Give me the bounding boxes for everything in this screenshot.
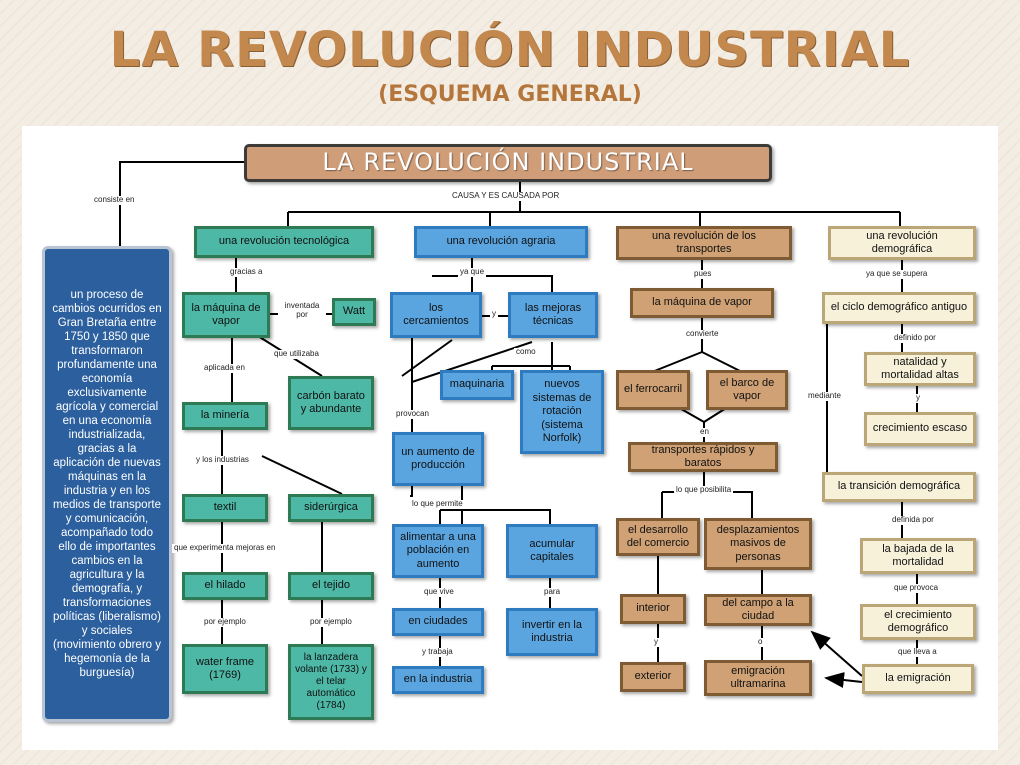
node-en-industria: en la industria: [392, 666, 484, 694]
label-que-experimenta: que experimenta mejoras en: [172, 543, 278, 553]
node-maquinaria: maquinaria: [440, 370, 514, 400]
node-mineria: la minería: [182, 402, 268, 430]
label-lo-que-permite: lo que permite: [410, 499, 465, 509]
label-aplicada-en: aplicada en: [202, 363, 247, 373]
label-causa-causada: CAUSA Y ES CAUSADA POR: [450, 191, 562, 201]
label-gracias-a: gracias a: [228, 267, 265, 277]
node-ferrocarril: el ferrocarril: [616, 370, 690, 410]
label-como: como: [514, 347, 538, 357]
label-definida-por: definida por: [890, 515, 936, 525]
label-en: en: [698, 427, 711, 437]
slide-title: LA REVOLUCIÓN INDUSTRIAL: [109, 22, 911, 78]
concept-map: LA REVOLUCIÓN INDUSTRIAL un proceso de c…: [22, 126, 998, 750]
node-desplazamientos: desplazamientos masivos de personas: [704, 518, 812, 570]
node-hilado: el hilado: [182, 572, 268, 600]
slide-subtitle: (ESQUEMA GENERAL): [378, 82, 642, 107]
label-que-lleva-a: que lleva a: [896, 647, 939, 657]
node-rev-demografica: una revolución demográfica: [828, 226, 976, 260]
node-aumento-produccion: un aumento de producción: [392, 432, 484, 486]
node-emigracion-ultramarina: emigración ultramarina: [704, 660, 812, 696]
node-siderurgia: siderúrgica: [288, 494, 374, 522]
node-desarrollo-comercio: el desarrollo del comercio: [616, 518, 700, 556]
label-por-ejemplo-1: por ejemplo: [202, 617, 248, 627]
node-rev-transportes: una revolución de los transportes: [616, 226, 792, 260]
node-transicion: la transición demográfica: [822, 472, 976, 502]
label-convierte: convierte: [684, 329, 721, 339]
node-barco-vapor: el barco de vapor: [706, 370, 788, 410]
label-ya-que: ya que: [458, 267, 487, 277]
label-por-ejemplo-2: por ejemplo: [308, 617, 354, 627]
label-que-vive: que vive: [422, 587, 456, 597]
label-o: o: [756, 637, 765, 647]
node-ciudades: en ciudades: [392, 608, 484, 636]
node-rev-agraria: una revolución agraria: [414, 226, 588, 258]
node-sistemas-rotacion: nuevos sistemas de rotación (sistema Nor…: [520, 370, 604, 454]
node-crecimiento-escaso: crecimiento escaso: [864, 412, 976, 446]
label-consiste-en: consiste en: [92, 195, 137, 205]
label-lo-que-posibilita: lo que posibilita: [674, 485, 734, 495]
node-rev-tecnologica: una revolución tecnológica: [194, 226, 374, 258]
main-title-box: LA REVOLUCIÓN INDUSTRIAL: [244, 144, 772, 182]
node-natalidad: natalidad y mortalidad altas: [864, 352, 976, 386]
label-para: para: [542, 587, 563, 597]
node-lanzadera: la lanzadera volante (1733) y el telar a…: [288, 644, 374, 720]
node-transportes-rapidos: transportes rápidos y baratos: [628, 442, 778, 472]
label-y-trabaja: y trabaja: [420, 647, 455, 657]
label-provocan: provocan: [394, 409, 431, 419]
node-watt: Watt: [332, 298, 376, 326]
node-cercamientos: los cercamientos: [390, 292, 482, 338]
label-y-dem: y: [914, 393, 922, 403]
node-invertir: invertir en la industria: [506, 608, 598, 656]
summary-box: un proceso de cambios ocurridos en Gran …: [42, 246, 172, 722]
label-definido-por: definido por: [892, 333, 938, 343]
node-ciclo-antiguo: el ciclo demográfico antiguo: [822, 292, 976, 324]
node-mejoras-tecnicas: las mejoras técnicas: [508, 292, 598, 338]
node-interior: interior: [620, 594, 686, 624]
node-acumular: acumular capitales: [506, 524, 598, 578]
label-que-provoca: que provoca: [892, 583, 941, 593]
node-textil: textil: [182, 494, 268, 522]
node-crecimiento-demografico: el crecimiento demográfico: [860, 604, 976, 640]
label-mediante: mediante: [806, 391, 843, 401]
node-bajada-mortalidad: la bajada de la mortalidad: [860, 538, 976, 574]
node-campo-ciudad: del campo a la ciudad: [704, 594, 812, 626]
label-y-los-industrias: y los industrias: [194, 455, 251, 465]
node-water-frame: water frame (1769): [182, 644, 268, 694]
node-tejido: el tejido: [288, 572, 374, 600]
label-pues: pues: [692, 269, 714, 279]
label-ya-que-supera: ya que se supera: [864, 269, 930, 279]
node-alimentar: alimentar a una población en aumento: [392, 524, 484, 578]
node-emigracion: la emigración: [862, 664, 974, 694]
label-y-agr: y: [490, 309, 498, 319]
node-maquina-vapor-t: la máquina de vapor: [630, 288, 774, 318]
node-carbon: carbón barato y abundante: [288, 376, 374, 430]
label-que-utilizaba: que utilizaba: [272, 349, 321, 359]
node-exterior: exterior: [620, 662, 686, 692]
node-maquina-vapor: la máquina de vapor: [182, 292, 270, 338]
label-y-int: y: [652, 637, 660, 647]
label-inventada-por: inventada por: [278, 301, 326, 320]
